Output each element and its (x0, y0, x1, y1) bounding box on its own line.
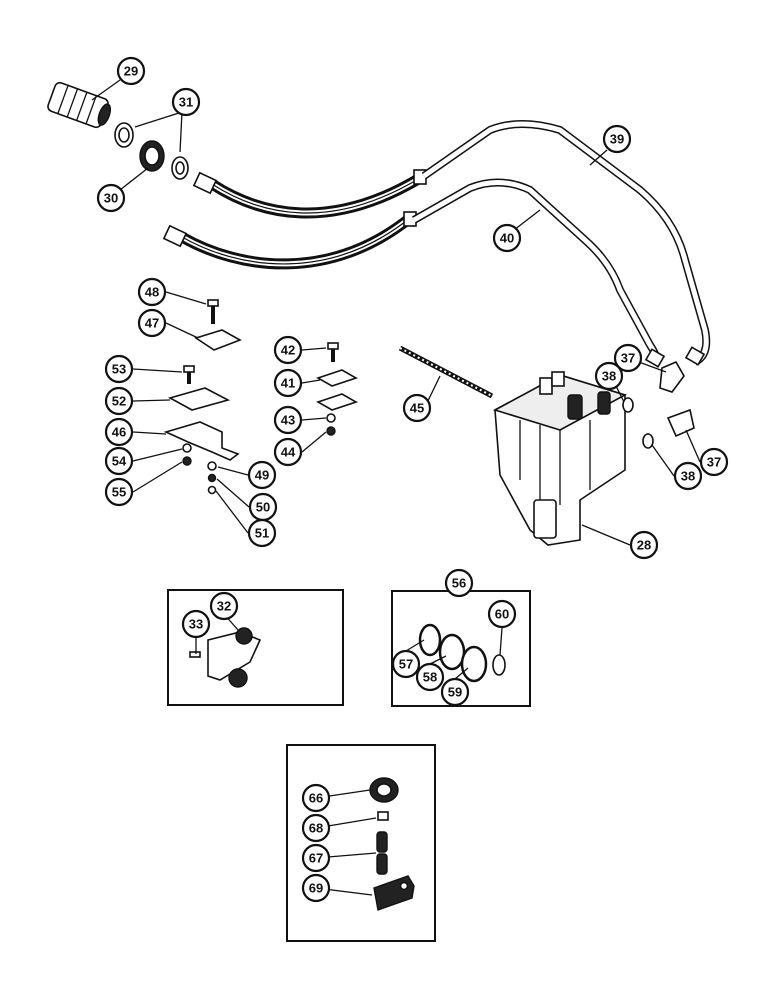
callout-49: 49 (247, 460, 277, 490)
callout-46: 46 (104, 417, 134, 447)
callout-47: 47 (137, 308, 167, 338)
svg-text:67: 67 (309, 851, 323, 866)
callout-30: 30 (96, 183, 126, 213)
callout-48: 48 (137, 277, 167, 307)
svg-text:60: 60 (495, 607, 509, 622)
callout-38-upper: 38 (594, 361, 624, 391)
callout-55: 55 (104, 477, 134, 507)
svg-text:38: 38 (602, 369, 616, 384)
svg-text:54: 54 (112, 454, 127, 469)
svg-text:55: 55 (112, 485, 126, 500)
callout-45: 45 (402, 393, 432, 423)
svg-text:52: 52 (112, 394, 126, 409)
callout-41: 41 (273, 368, 303, 398)
svg-text:46: 46 (112, 425, 126, 440)
svg-text:31: 31 (179, 95, 193, 110)
callout-32: 32 (209, 591, 239, 621)
svg-text:39: 39 (610, 132, 624, 147)
callout-58: 58 (415, 662, 445, 692)
callout-53: 53 (104, 354, 134, 384)
detail-box-lever (167, 589, 344, 706)
callout-69: 69 (301, 873, 331, 903)
callout-60: 60 (487, 599, 517, 629)
detail-box-linkage (286, 744, 436, 942)
callout-39: 39 (602, 124, 632, 154)
callout-52: 52 (104, 386, 134, 416)
svg-text:50: 50 (256, 500, 270, 515)
svg-text:57: 57 (399, 657, 413, 672)
svg-text:43: 43 (281, 413, 295, 428)
svg-text:69: 69 (309, 881, 323, 896)
callout-33: 33 (181, 609, 211, 639)
callout-66: 66 (301, 783, 331, 813)
callout-43: 43 (273, 405, 303, 435)
svg-text:45: 45 (410, 401, 424, 416)
svg-text:51: 51 (255, 526, 269, 541)
svg-text:28: 28 (637, 538, 651, 553)
seal-kit-rings (418, 623, 506, 683)
callout-31: 31 (171, 87, 201, 117)
leader-lines (91, 79, 701, 896)
callout-28: 28 (629, 530, 659, 560)
svg-text:58: 58 (423, 670, 437, 685)
quick-coupler-parts (47, 81, 189, 180)
callout-68: 68 (301, 813, 331, 843)
linkage-parts (369, 777, 415, 911)
svg-text:30: 30 (104, 191, 118, 206)
callout-50: 50 (248, 492, 278, 522)
callouts: 29 31 30 39 40 48 47 42 45 41 53 52 46 4… (96, 56, 729, 903)
callout-44: 44 (273, 437, 303, 467)
mounting-hardware (163, 299, 494, 495)
svg-text:49: 49 (255, 468, 269, 483)
callout-51: 51 (247, 518, 277, 548)
callout-38-lower: 38 (673, 461, 703, 491)
svg-text:41: 41 (281, 376, 295, 391)
svg-text:32: 32 (217, 599, 231, 614)
svg-text:48: 48 (145, 285, 159, 300)
svg-text:42: 42 (281, 343, 295, 358)
callout-56: 56 (444, 568, 474, 598)
svg-text:33: 33 (189, 617, 203, 632)
callout-40: 40 (492, 223, 522, 253)
lever-assembly (189, 627, 262, 688)
control-valve-body (492, 360, 695, 546)
svg-text:68: 68 (309, 821, 323, 836)
svg-text:38: 38 (681, 469, 695, 484)
svg-text:59: 59 (448, 685, 462, 700)
svg-text:40: 40 (500, 231, 514, 246)
svg-text:44: 44 (281, 445, 296, 460)
svg-text:53: 53 (112, 362, 126, 377)
callout-29: 29 (116, 56, 146, 86)
svg-text:29: 29 (124, 64, 138, 79)
callout-54: 54 (104, 446, 134, 476)
callout-67: 67 (301, 843, 331, 873)
callout-37-lower: 37 (699, 447, 729, 477)
callout-37-upper: 37 (613, 343, 643, 373)
hydraulic-lines (162, 120, 711, 368)
callout-42: 42 (273, 335, 303, 365)
svg-text:37: 37 (621, 351, 635, 366)
callout-59: 59 (440, 677, 470, 707)
svg-text:56: 56 (452, 576, 466, 591)
svg-text:66: 66 (309, 791, 323, 806)
svg-text:47: 47 (145, 316, 159, 331)
svg-text:37: 37 (707, 455, 721, 470)
callout-57: 57 (391, 649, 421, 679)
